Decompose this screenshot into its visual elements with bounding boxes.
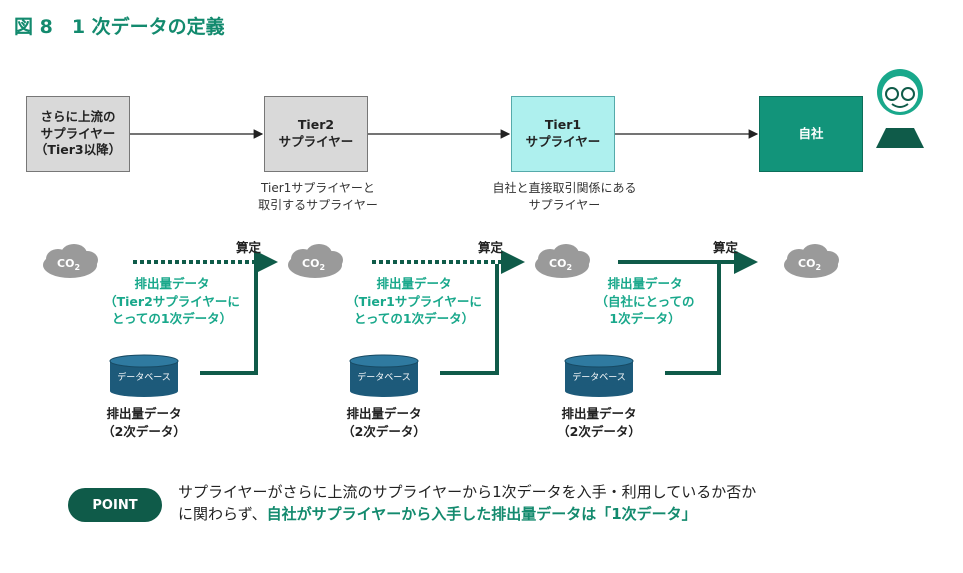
database-label-3: データベース: [572, 373, 626, 383]
emission-label-1: 排出量データ （Tier2サプライヤーに とっての1次データ）: [104, 276, 240, 326]
co2-cloud-3: [535, 244, 590, 278]
db-connector-1: [200, 264, 258, 375]
co2-label-1: CO2: [57, 257, 81, 273]
database-icon-3: [564, 354, 634, 397]
point-badge: POINT: [68, 488, 162, 522]
secondary-data-label-1: 排出量データ （2次データ）: [102, 406, 186, 439]
point-line-2-emphasis: 自社がサプライヤーから入手した排出量データは「1次データ」: [266, 504, 697, 523]
emission-label-2: 排出量データ （Tier1サプライヤーに とっての1次データ）: [346, 276, 482, 326]
calc-label-2: 算定: [478, 240, 504, 255]
emission-label-3: 排出量データ （自社にとっての 1次データ）: [595, 276, 695, 326]
box-tier1-supplier: Tier1 サプライヤー: [511, 96, 615, 172]
box-own-company: 自社: [759, 96, 863, 172]
co2-cloud-1: [43, 244, 98, 278]
database-icon-1: [109, 354, 179, 397]
tier1-description: 自社と直接取引関係にある サプライヤー: [492, 181, 637, 213]
page-title: 図 8 1 次データの定義: [14, 16, 225, 38]
db-connector-2: [440, 264, 499, 375]
secondary-data-label-2: 排出量データ （2次データ）: [342, 406, 426, 439]
box-tier2-supplier: Tier2 サプライヤー: [264, 96, 368, 172]
co2-cloud-2: [288, 244, 343, 278]
box-upstream-supplier: さらに上流の サプライヤー （Tier3以降）: [26, 96, 130, 172]
tier2-description: Tier1サプライヤーと 取引するサプライヤー: [258, 181, 378, 213]
secondary-data-label-3: 排出量データ （2次データ）: [557, 406, 641, 439]
point-line-1: サプライヤーがさらに上流のサプライヤーから1次データを入手・利用しているか否か: [178, 483, 757, 501]
co2-cloud-4: [784, 244, 839, 278]
point-text: サプライヤーがさらに上流のサプライヤーから1次データを入手・利用しているか否か …: [178, 482, 756, 526]
mascot-icon: [876, 69, 924, 148]
database-label-1: データベース: [117, 373, 171, 383]
point-line-2: に関わらず、自社がサプライヤーから入手した排出量データは「1次データ」: [178, 504, 756, 526]
co2-label-4: CO2: [798, 257, 822, 273]
database-icon-2: [349, 354, 419, 397]
database-label-2: データベース: [357, 373, 411, 383]
calc-label-1: 算定: [236, 240, 262, 255]
co2-label-2: CO2: [302, 257, 326, 273]
calc-label-3: 算定: [713, 240, 739, 255]
co2-label-3: CO2: [549, 257, 573, 273]
point-line-2-prefix: に関わらず、: [178, 504, 267, 523]
db-connector-3: [665, 264, 721, 375]
